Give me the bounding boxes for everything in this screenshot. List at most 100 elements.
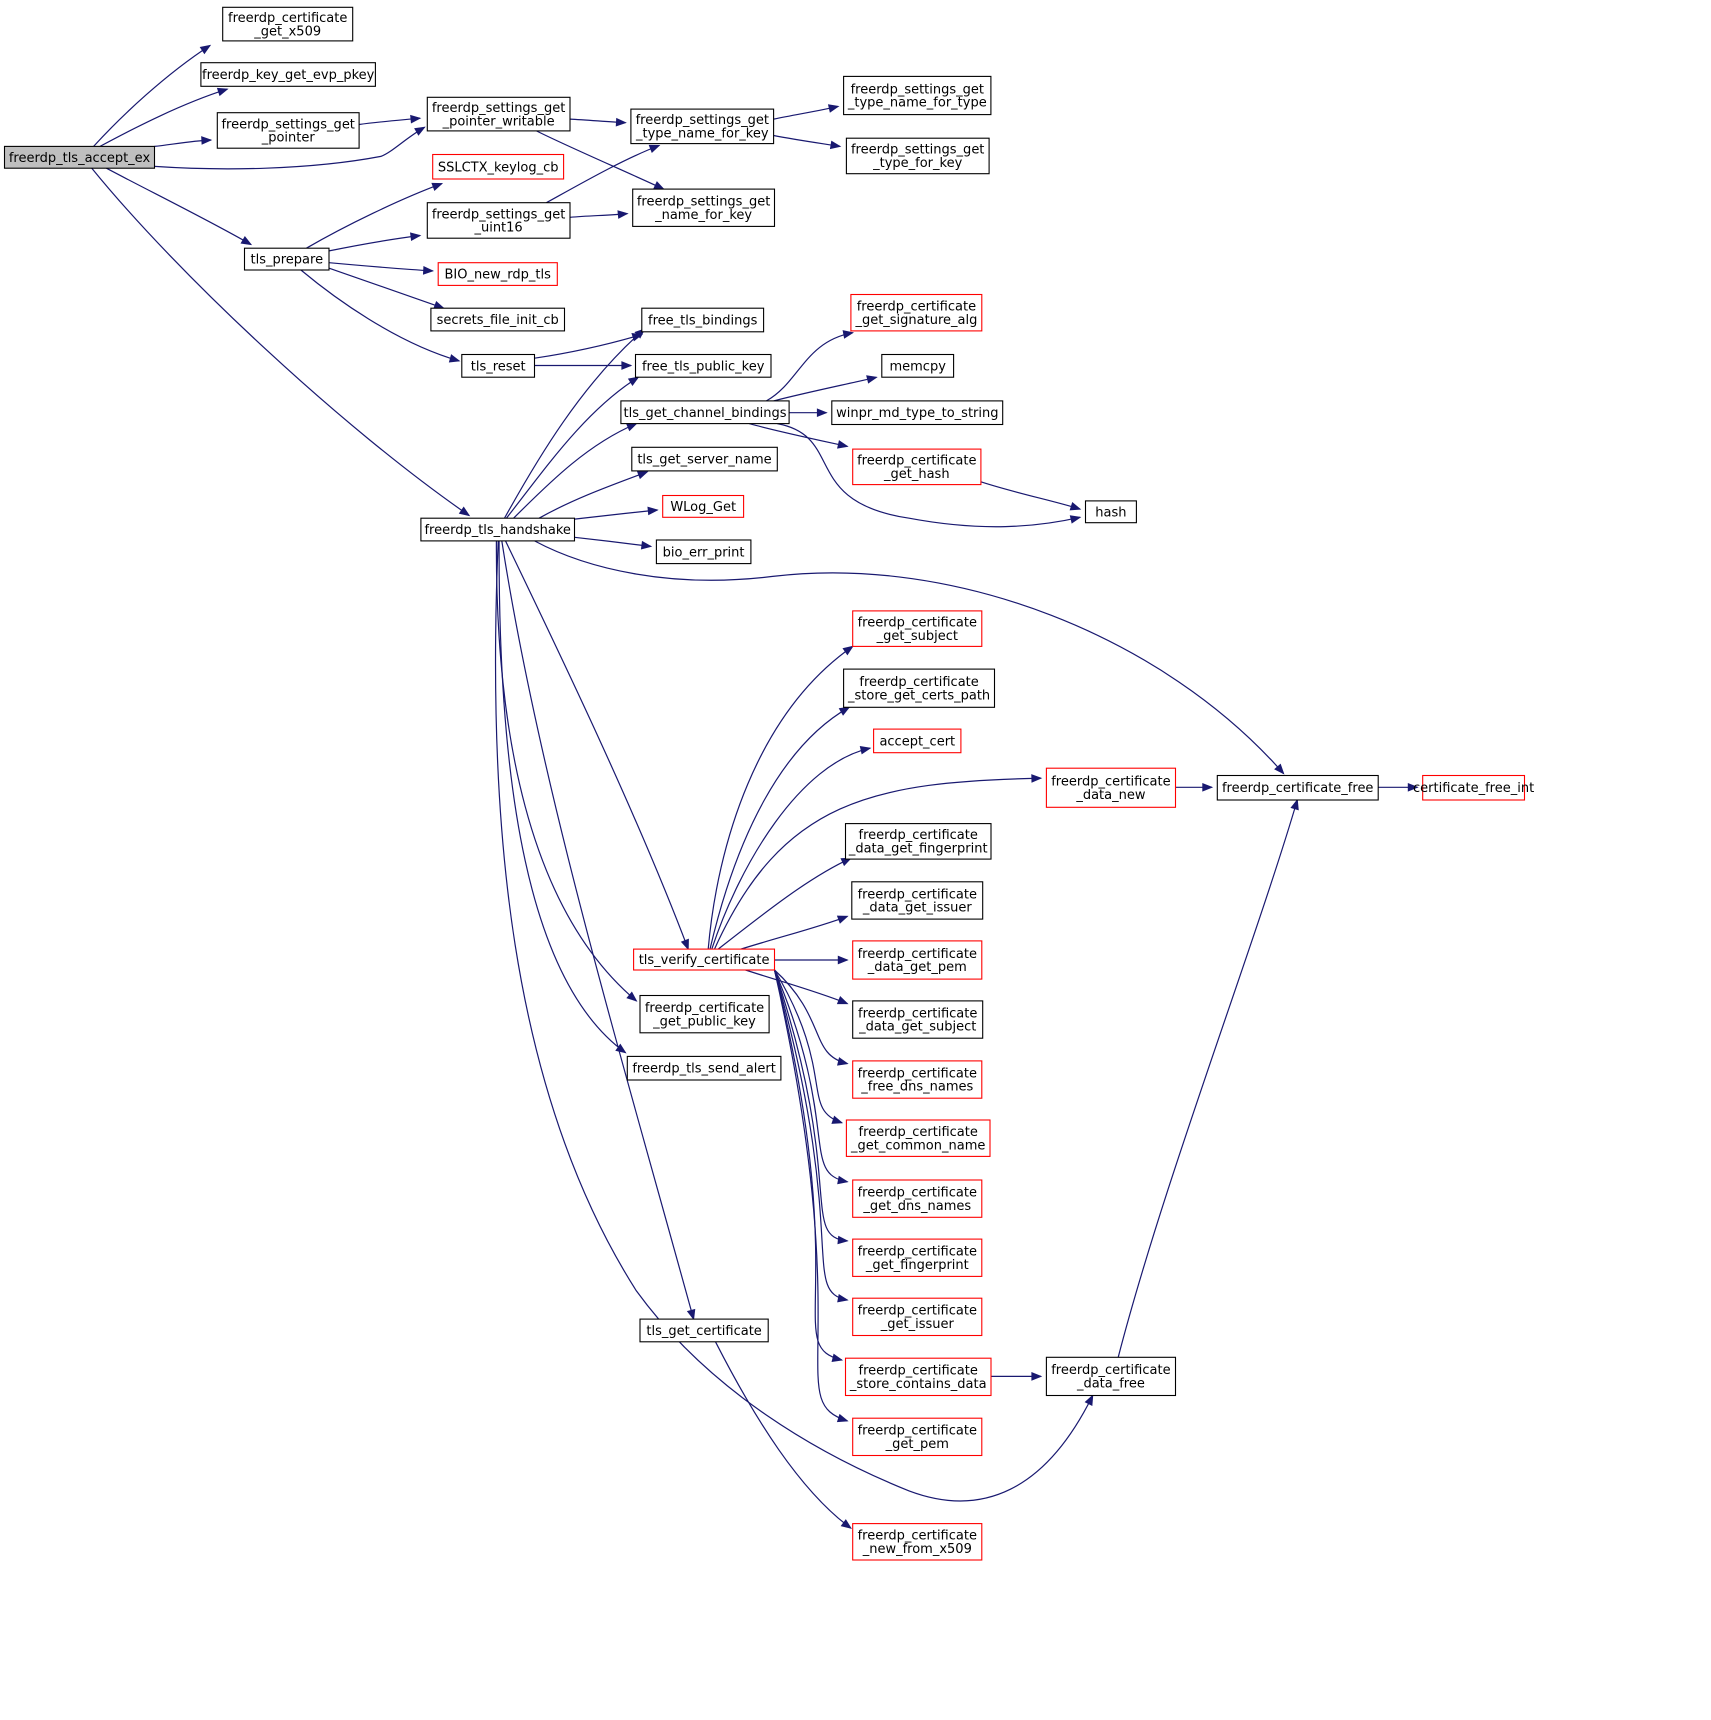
node-secrets-file-init[interactable]: secrets_file_init_cb xyxy=(430,307,566,332)
node-label: freerdp_tls_send_alert xyxy=(632,1062,776,1077)
edge-cert_store_contains-to-cert_data_free xyxy=(990,1372,1043,1381)
node-settings-type-for-key[interactable]: freerdp_settings_get_type_for_key xyxy=(845,137,990,175)
node-label: freerdp_settings_get xyxy=(637,195,770,210)
node-cert-get-sig-alg[interactable]: freerdp_certificate_get_signature_alg xyxy=(850,293,983,332)
node-tls-send-alert[interactable]: freerdp_tls_send_alert xyxy=(626,1055,782,1081)
node-bio-err-print[interactable]: bio_err_print xyxy=(655,539,752,565)
node-cert-get-pem[interactable]: freerdp_certificate_get_pem xyxy=(852,1417,983,1457)
node-cert-free[interactable]: freerdp_certificate_free xyxy=(1216,774,1379,801)
edge-tls_verify_cert-to-cert_store_certs_path xyxy=(709,706,851,950)
node-tls-get-certificate[interactable]: tls_get_certificate xyxy=(639,1318,769,1343)
node-accept-ex[interactable]: freerdp_tls_accept_ex xyxy=(3,145,156,169)
edge-tls_handshake-to-bio_err_print xyxy=(574,536,653,550)
edge-tls_verify_cert-to-cert_data_subject xyxy=(745,969,849,1005)
edge-tls_handshake-to-cert_public_key xyxy=(495,540,638,1002)
edge-tls_handshake-to-free_tls_public_key xyxy=(505,376,640,519)
node-label: _store_get_certs_path xyxy=(847,688,990,703)
node-label: accept_cert xyxy=(879,734,955,749)
node-cert-common-name[interactable]: freerdp_certificate_get_common_name xyxy=(845,1119,991,1157)
node-cert-get-subject[interactable]: freerdp_certificate_get_subject xyxy=(852,610,983,647)
node-wlog-get[interactable]: WLog_Get xyxy=(662,494,745,518)
node-cert-free-dns[interactable]: freerdp_certificate_free_dns_names xyxy=(852,1060,983,1099)
edge-tls_get_certificate-to-cert_new_from_x509 xyxy=(714,1341,852,1529)
node-cert-free-int[interactable]: certificate_free_int xyxy=(1413,774,1534,801)
node-label: BIO_new_rdp_tls xyxy=(444,268,551,283)
node-label: tls_prepare xyxy=(251,253,324,268)
edge-tls_verify_cert-to-cert_data_fingerprint xyxy=(717,857,853,950)
node-settings-get-uint16[interactable]: freerdp_settings_get_uint16 xyxy=(426,202,571,239)
edge-tls_get_channel_bindings-to-cert_get_sig_alg xyxy=(766,330,855,402)
node-cert-data-new[interactable]: freerdp_certificate_data_new xyxy=(1045,767,1177,808)
node-hash[interactable]: hash xyxy=(1084,500,1137,524)
node-cert-data-subject[interactable]: freerdp_certificate_data_get_subject xyxy=(852,1000,984,1039)
node-cert-store-certs-path[interactable]: freerdp_certificate_store_get_certs_path xyxy=(843,668,996,708)
node-box xyxy=(852,940,983,980)
node-label: certificate_free_int xyxy=(1413,781,1534,796)
node-tls-reset[interactable]: tls_reset xyxy=(461,353,536,378)
node-box xyxy=(845,1119,991,1157)
node-box xyxy=(200,62,376,87)
node-winpr-md-type[interactable]: winpr_md_type_to_string xyxy=(831,400,1004,426)
node-label: freerdp_certificate xyxy=(858,1529,977,1544)
node-settings-name-for-key[interactable]: freerdp_settings_get_name_for_key xyxy=(632,188,776,227)
node-box xyxy=(1216,774,1379,801)
node-cert-data-fingerprint[interactable]: freerdp_certificate_data_get_fingerprint xyxy=(844,823,992,860)
node-tls-get-server-name[interactable]: tls_get_server_name xyxy=(631,446,778,472)
edge-tls_prepare-to-secrets_file_init xyxy=(328,267,445,310)
node-box xyxy=(845,137,990,175)
node-box xyxy=(222,6,354,42)
node-memcpy[interactable]: memcpy xyxy=(881,353,955,378)
node-settings-type-name-for-type[interactable]: freerdp_settings_get_type_name_for_type xyxy=(843,75,992,116)
node-label: _new_from_x509 xyxy=(862,1542,972,1557)
node-cert-fingerprint[interactable]: freerdp_certificate_get_fingerprint xyxy=(852,1238,983,1277)
node-cert-dns-names[interactable]: freerdp_certificate_get_dns_names xyxy=(852,1179,983,1218)
node-accept-cert[interactable]: accept_cert xyxy=(873,728,962,754)
node-settings-get-pointer-writable[interactable]: freerdp_settings_get_pointer_writable xyxy=(426,96,571,132)
node-cert-data-pem[interactable]: freerdp_certificate_data_get_pem xyxy=(852,940,983,980)
node-label: freerdp_certificate xyxy=(859,1125,978,1140)
call-edges xyxy=(91,44,1419,1529)
node-box xyxy=(852,1417,983,1457)
node-box xyxy=(641,307,765,333)
node-label: tls_get_channel_bindings xyxy=(623,406,786,421)
node-box xyxy=(1045,767,1177,808)
edge-tls_verify_cert-to-cert_data_new xyxy=(713,774,1043,950)
node-tls-verify-cert[interactable]: tls_verify_certificate xyxy=(633,948,776,971)
node-box xyxy=(850,293,983,332)
node-label: freerdp_settings_get xyxy=(636,113,769,128)
edge-tls_verify_cert-to-accept_cert xyxy=(711,745,872,950)
node-key-get-evp[interactable]: freerdp_key_get_evp_pkey xyxy=(200,62,376,87)
edge-tls_verify_cert-to-cert_get_subject xyxy=(707,645,854,950)
node-cert-get-hash[interactable]: freerdp_certificate_get_hash xyxy=(852,448,982,486)
node-label: _get_hash xyxy=(883,467,950,482)
node-cert-data-free[interactable]: freerdp_certificate_data_free xyxy=(1045,1356,1177,1397)
node-settings-get-pointer[interactable]: freerdp_settings_get_pointer xyxy=(216,112,360,149)
node-label: _free_dns_names xyxy=(860,1080,973,1095)
node-box xyxy=(632,188,776,227)
edge-tls_verify_cert-to-cert_fingerprint xyxy=(773,969,849,1245)
node-label: _pointer_writable xyxy=(442,114,555,129)
node-cert-data-issuer[interactable]: freerdp_certificate_data_get_issuer xyxy=(851,881,984,920)
node-tls-handshake[interactable]: freerdp_tls_handshake xyxy=(420,517,576,542)
edge-tls_verify_cert-to-cert_dns_names xyxy=(773,969,849,1185)
edge-cert_data_new-to-cert_free xyxy=(1175,782,1214,792)
node-label: hash xyxy=(1095,505,1126,520)
node-cert-public-key[interactable]: freerdp_certificate_get_public_key xyxy=(639,994,770,1034)
node-cert-issuer[interactable]: freerdp_certificate_get_issuer xyxy=(852,1297,983,1337)
node-box xyxy=(216,112,360,149)
node-free-tls-public-key[interactable]: free_tls_public_key xyxy=(634,353,772,378)
node-cert-new-from-x509[interactable]: freerdp_certificate_new_from_x509 xyxy=(852,1523,983,1561)
node-sslctx-keylog[interactable]: SSLCTX_keylog_cb xyxy=(432,153,565,180)
node-bio-new-rdp-tls[interactable]: BIO_new_rdp_tls xyxy=(437,262,558,286)
edge-settings_type_name_for_key-to-settings_type_name_for_type xyxy=(773,104,840,120)
node-box xyxy=(633,948,776,971)
edge-settings_get_pointer_writable-to-settings_type_name_for_key xyxy=(569,117,627,127)
node-tls-get-channel-bindings[interactable]: tls_get_channel_bindings xyxy=(620,400,790,425)
node-free-tls-bindings[interactable]: free_tls_bindings xyxy=(641,307,765,333)
node-settings-type-name-for-key[interactable]: freerdp_settings_get_type_name_for_key xyxy=(630,108,775,145)
node-tls-prepare[interactable]: tls_prepare xyxy=(243,247,330,271)
node-cert-get-x509[interactable]: freerdp_certificate_get_x509 xyxy=(222,6,354,42)
node-cert-store-contains[interactable]: freerdp_certificate_store_contains_data xyxy=(844,1357,992,1397)
node-box xyxy=(852,610,983,647)
edge-tls_verify_cert-to-cert_common_name xyxy=(773,969,844,1124)
